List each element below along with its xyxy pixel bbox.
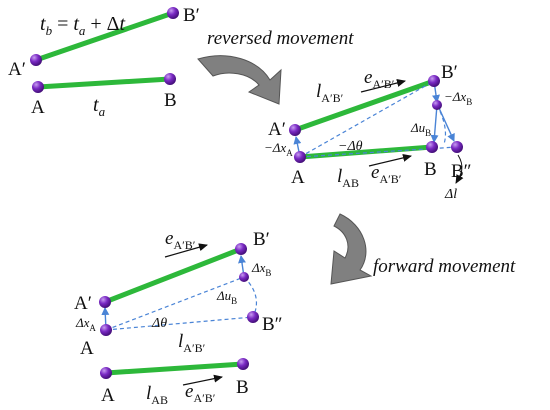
label-l-apbp: lA′B′	[178, 331, 206, 355]
label-a-prime: A′	[74, 293, 92, 314]
time-equation: tb = ta + Δt	[40, 13, 126, 38]
sphere-icon	[237, 358, 249, 370]
label-b-double-prime: B″	[451, 161, 472, 182]
label-minus-dx-a: −ΔxA	[264, 140, 293, 158]
unit-vector-arrow	[164, 243, 208, 258]
bar-a-b	[297, 144, 435, 160]
unit-vector-arrow	[368, 153, 412, 167]
label-a: A	[291, 167, 305, 188]
bar-a-prime-b-prime	[102, 246, 244, 305]
dashed-arc	[243, 276, 258, 318]
panel-reversed: A′ B′ A B B″ lA′B′ eA′B′ −ΔxB ΔuB −ΔxA −…	[264, 62, 472, 202]
label-l-ab: lAB	[337, 166, 359, 190]
label-l-ab: lAB	[146, 383, 168, 407]
caption-forward-movement: forward movement	[373, 256, 516, 277]
label-b-double-prime: B″	[262, 314, 283, 335]
bar-a-prime-b-prime	[33, 10, 176, 63]
label-b-prime: B′	[441, 62, 458, 83]
label-dtheta: Δθ	[151, 316, 167, 331]
sphere-icon	[247, 311, 259, 323]
label-a: A	[31, 97, 45, 118]
label-b-prime: B′	[253, 229, 270, 250]
bar-a-b	[103, 361, 246, 376]
sphere-icon	[30, 54, 42, 66]
dashed-arc	[436, 104, 447, 145]
label-minus-dtheta: −Δθ	[338, 139, 363, 154]
label-b: B	[424, 159, 437, 180]
sphere-icon	[32, 81, 44, 93]
label-dx-b: ΔxB	[251, 260, 271, 278]
bar-a-prime-b-prime	[292, 78, 437, 133]
label-l-apbp: lA′B′	[316, 81, 344, 105]
label-a: A	[80, 338, 94, 359]
unit-vector-arrow	[360, 79, 406, 93]
dashed-line-a-b-double-prime	[299, 146, 458, 158]
bar-a-b	[35, 76, 173, 90]
dashed-line-a-b-prime	[105, 276, 245, 331]
label-b-prime: B′	[183, 5, 200, 26]
delta-l-arrow	[455, 154, 464, 184]
sphere-icon	[100, 324, 112, 336]
vector-to-b-double-prime	[438, 107, 455, 142]
label-minus-dx-b: −ΔxB	[444, 89, 472, 107]
sphere-icon	[235, 243, 247, 255]
vector-du-b	[430, 104, 439, 143]
curved-arrow-icon	[330, 213, 373, 285]
label-b: B	[236, 377, 249, 398]
sphere-icon	[167, 7, 179, 19]
label-e-apbp-lower: eA′B′	[185, 381, 216, 405]
sphere-icon	[294, 151, 306, 163]
panel-forward: A′ B′ A B″ eA′B′ ΔxB ΔuB ΔxA Δθ lA′B′ A …	[74, 228, 283, 407]
unit-vector-arrow	[182, 374, 223, 386]
sphere-icon	[100, 367, 112, 379]
dashed-line-a-b-double-prime	[105, 316, 254, 331]
label-e-apbp: eA′B′	[165, 228, 196, 252]
label-dx-a: ΔxA	[75, 315, 96, 333]
label-a-prime: A′	[8, 59, 26, 80]
sphere-icon	[99, 296, 111, 308]
label-a: A	[101, 385, 115, 406]
time-ta: ta	[93, 94, 106, 119]
sphere-icon	[289, 124, 301, 136]
curved-arrow-icon	[197, 55, 282, 105]
caption-reversed-movement: reversed movement	[207, 28, 354, 49]
label-delta-l: Δl	[444, 187, 457, 202]
sphere-icon	[239, 272, 249, 282]
panel-initial: A′ B′ A B tb = ta + Δt ta	[8, 5, 200, 119]
label-e-apbp-lower: eA′B′	[371, 162, 402, 186]
sphere-icon	[451, 141, 463, 153]
sphere-icon	[426, 141, 438, 153]
sphere-icon	[164, 73, 176, 85]
label-du-b: ΔuB	[216, 288, 237, 306]
label-du-b: ΔuB	[410, 120, 431, 138]
label-b: B	[164, 90, 177, 111]
sphere-icon	[428, 75, 440, 87]
sphere-icon	[432, 100, 442, 110]
dashed-line-a-b-prime	[299, 80, 435, 158]
label-a-prime: A′	[268, 119, 286, 140]
